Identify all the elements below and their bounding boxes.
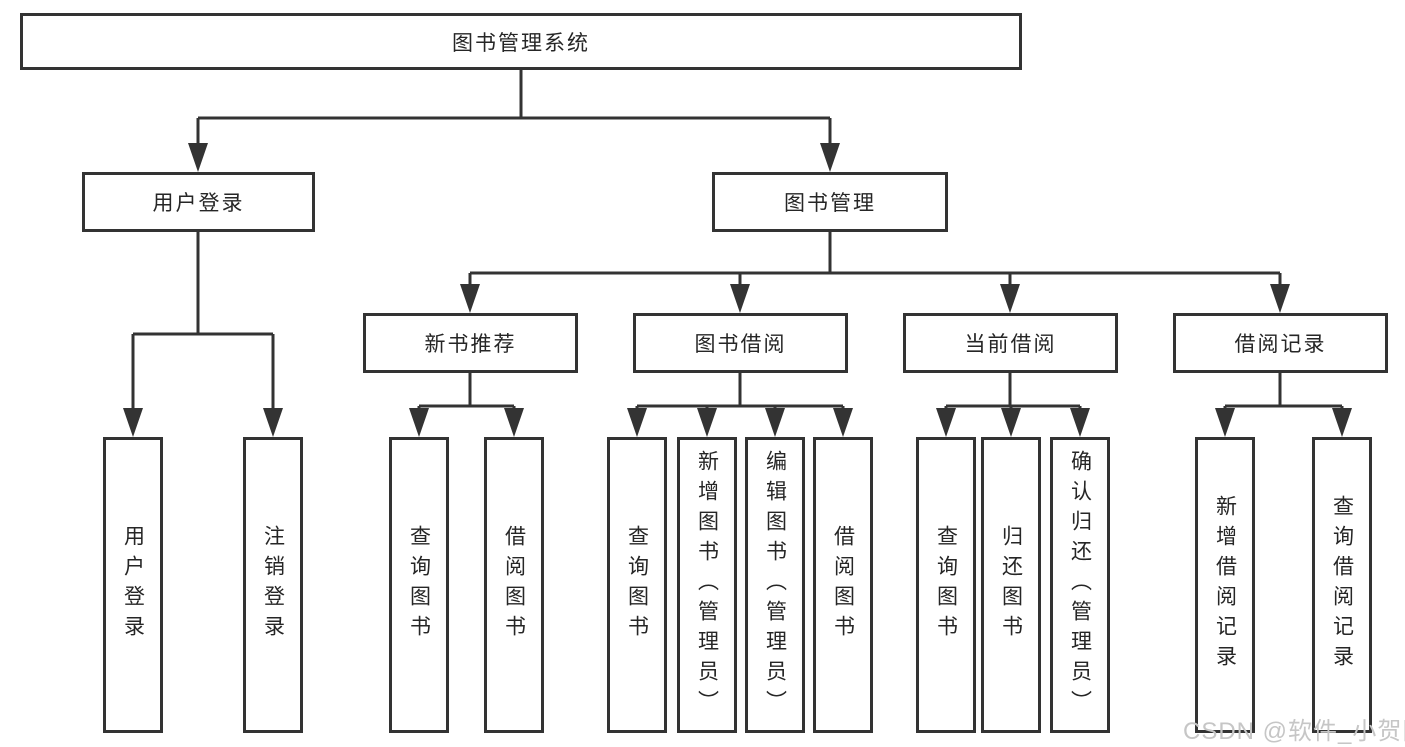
leaf-logout: 注销登录 — [243, 437, 303, 733]
node-user-login-label: 用户登录 — [152, 192, 245, 215]
leaf-add-books-admin: 新增图书（管理员） — [677, 437, 737, 733]
leaf-add-books-admin-label: 新增图书（管理员） — [695, 450, 719, 720]
leaf-recommend-query-books-label: 查询图书 — [407, 525, 431, 645]
node-current-borrow: 当前借阅 — [903, 313, 1118, 373]
leaf-recommend-borrow-books-label: 借阅图书 — [502, 525, 526, 645]
leaf-query-borrow-record: 查询借阅记录 — [1312, 437, 1372, 733]
leaf-borrow-borrow-books-label: 借阅图书 — [831, 525, 855, 645]
node-book-management-label: 图书管理 — [784, 192, 876, 215]
leaf-current-query-books: 查询图书 — [916, 437, 976, 733]
node-root: 图书管理系统 — [20, 13, 1022, 70]
leaf-user-login-label: 用户登录 — [121, 525, 145, 645]
node-book-management: 图书管理 — [712, 172, 948, 232]
node-user-login: 用户登录 — [82, 172, 315, 232]
leaf-recommend-query-books: 查询图书 — [389, 437, 449, 733]
leaf-edit-books-admin: 编辑图书（管理员） — [745, 437, 805, 733]
node-root-label: 图书管理系统 — [452, 31, 590, 55]
leaf-confirm-return-admin-label: 确认归还（管理员） — [1068, 450, 1092, 720]
leaf-borrow-query-books-label: 查询图书 — [625, 525, 649, 645]
watermark: CSDN @软件_小贺同学 — [1183, 718, 1405, 745]
leaf-edit-books-admin-label: 编辑图书（管理员） — [763, 450, 787, 720]
leaf-add-borrow-record: 新增借阅记录 — [1195, 437, 1255, 733]
leaf-user-login: 用户登录 — [103, 437, 163, 733]
leaf-return-books-label: 归还图书 — [999, 525, 1023, 645]
leaf-recommend-borrow-books: 借阅图书 — [484, 437, 544, 733]
leaf-return-books: 归还图书 — [981, 437, 1041, 733]
leaf-borrow-query-books: 查询图书 — [607, 437, 667, 733]
leaf-current-query-books-label: 查询图书 — [934, 525, 958, 645]
node-book-borrow: 图书借阅 — [633, 313, 848, 373]
node-borrow-records-label: 借阅记录 — [1234, 333, 1327, 356]
node-book-borrow-label: 图书借阅 — [694, 333, 787, 356]
node-current-borrow-label: 当前借阅 — [964, 333, 1057, 356]
node-new-book-recommend-label: 新书推荐 — [424, 333, 517, 356]
node-borrow-records: 借阅记录 — [1173, 313, 1388, 373]
leaf-logout-label: 注销登录 — [261, 525, 285, 645]
leaf-query-borrow-record-label: 查询借阅记录 — [1330, 495, 1354, 675]
leaf-borrow-borrow-books: 借阅图书 — [813, 437, 873, 733]
leaf-add-borrow-record-label: 新增借阅记录 — [1213, 495, 1237, 675]
leaf-confirm-return-admin: 确认归还（管理员） — [1050, 437, 1110, 733]
node-new-book-recommend: 新书推荐 — [363, 313, 578, 373]
